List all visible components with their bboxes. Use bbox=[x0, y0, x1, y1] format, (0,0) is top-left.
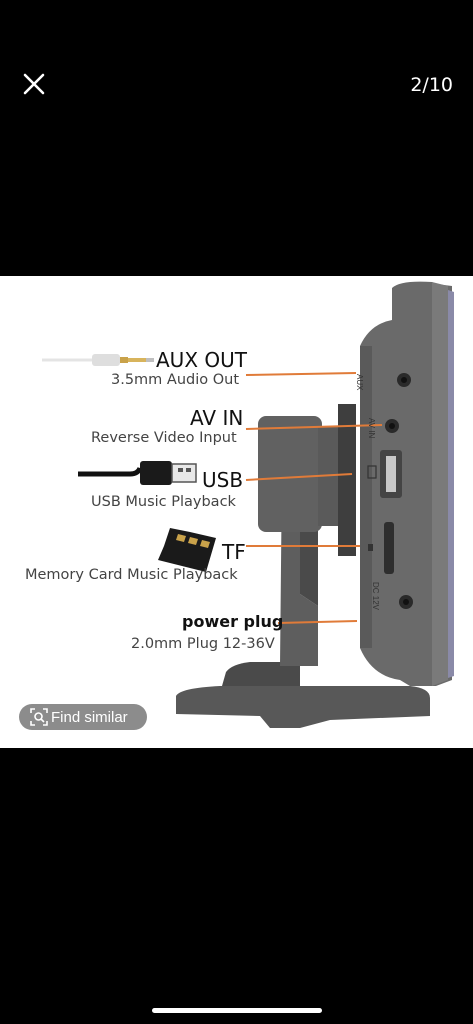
callout-title: USB bbox=[202, 468, 244, 492]
page-counter: 2/10 bbox=[410, 74, 453, 96]
callout-title: AV IN bbox=[190, 406, 244, 430]
callout-subtitle: 2.0mm Plug 12-36V bbox=[131, 636, 275, 652]
callout-subtitle: USB Music Playback bbox=[91, 494, 236, 510]
port-marking: AV IN bbox=[367, 418, 376, 439]
close-button[interactable] bbox=[18, 68, 50, 100]
find-similar-label: Find similar bbox=[51, 708, 128, 726]
audio-jack-icon bbox=[42, 354, 154, 366]
callout-title: power plug bbox=[182, 612, 284, 631]
usb-cable-icon bbox=[78, 461, 197, 485]
callout-subtitle: Reverse Video Input bbox=[91, 430, 237, 446]
microsd-card-icon bbox=[158, 528, 216, 572]
port-marking: AUX bbox=[355, 374, 364, 391]
callout-subtitle: 3.5mm Audio Out bbox=[111, 372, 240, 388]
home-indicator[interactable] bbox=[152, 1008, 322, 1013]
callout-subtitle: Memory Card Music Playback bbox=[25, 567, 238, 583]
callout-title: AUX OUT bbox=[156, 348, 247, 372]
visual-search-icon bbox=[30, 708, 48, 726]
close-icon bbox=[23, 73, 45, 95]
port-marking: DC 12V bbox=[371, 582, 380, 611]
viewer-header: 2/10 bbox=[0, 0, 473, 170]
find-similar-button[interactable]: Find similar bbox=[19, 704, 147, 730]
product-image[interactable]: AUX OUT 3.5mm Audio Out AV IN Reverse Vi… bbox=[0, 276, 473, 748]
callout-title: TF bbox=[222, 540, 246, 564]
product-illustration bbox=[42, 281, 454, 728]
